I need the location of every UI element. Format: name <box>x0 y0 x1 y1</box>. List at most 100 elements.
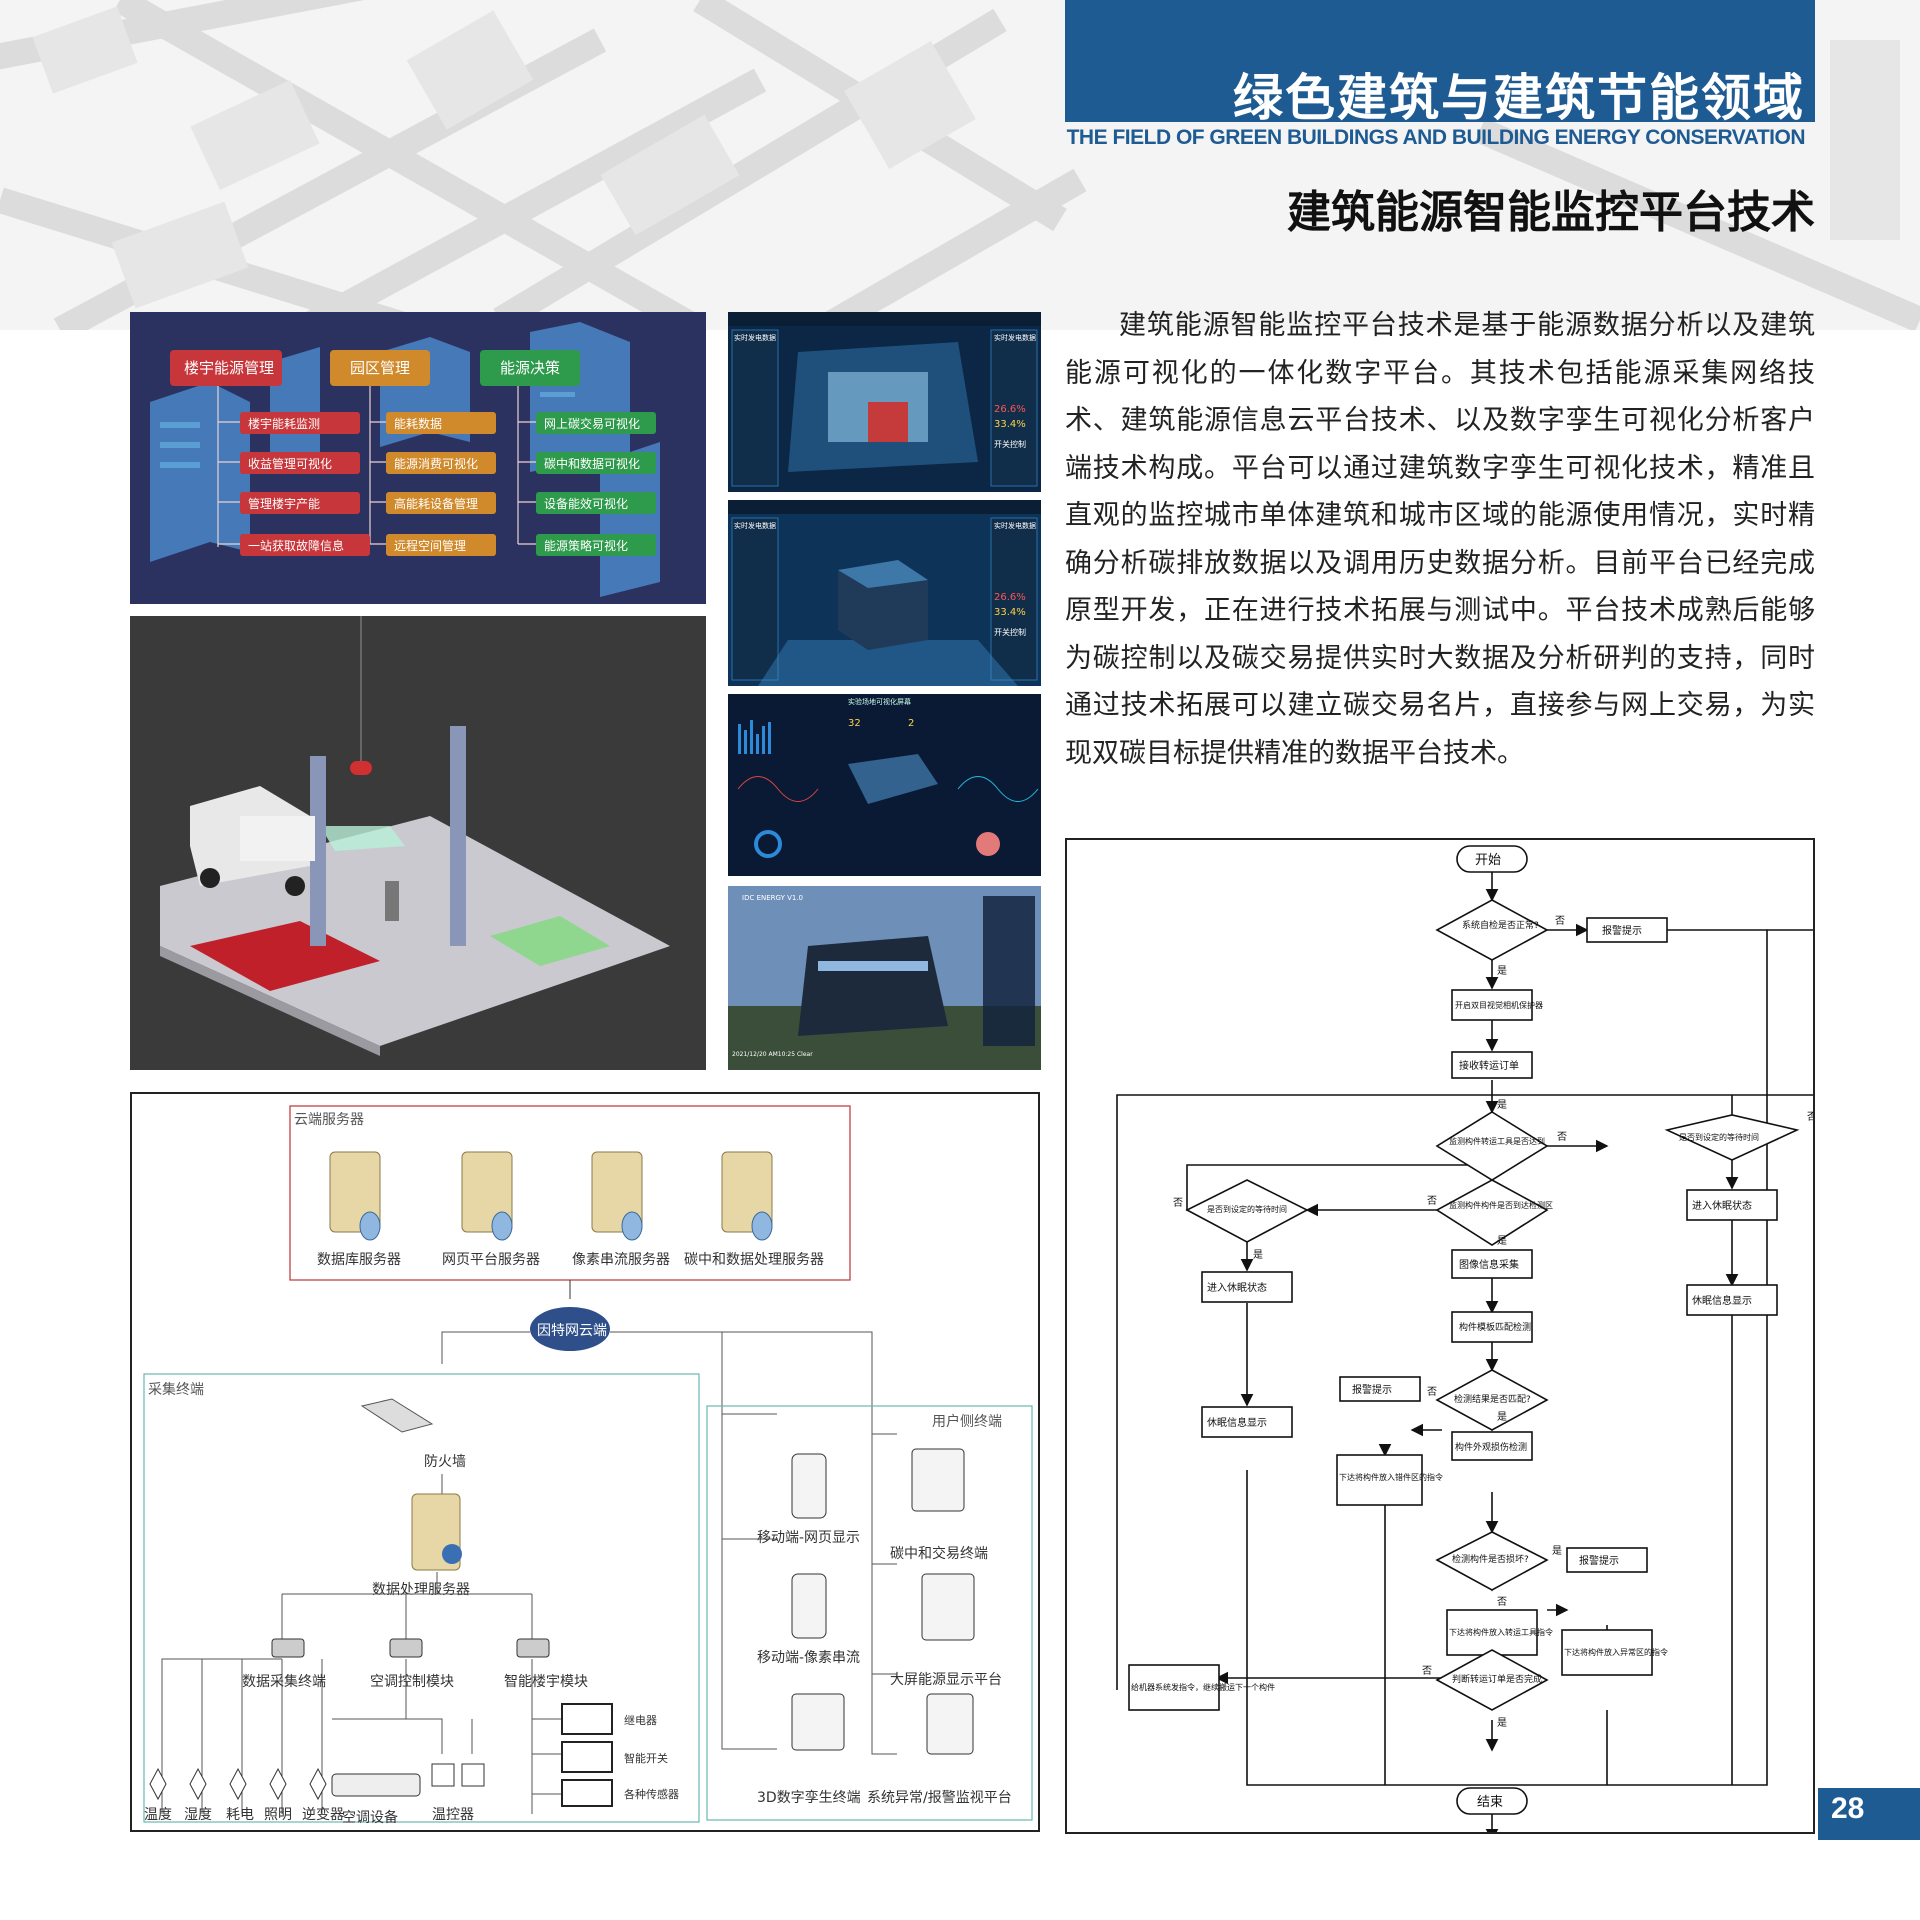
city-col3-item: 设备能效可视化 <box>544 496 628 511</box>
sensor-label: 逆变器 <box>302 1807 344 1823</box>
flow-d6: 检测结果是否匹配? <box>1454 1393 1531 1405</box>
network-diagram: 云端服务器 数据库服务器 网页平台服务器 像素串流服务器 碳中和数据处理服务器 … <box>143 1105 1033 1826</box>
module-icon <box>516 1638 550 1658</box>
flow-p4: 构件模板匹配检测 <box>1459 1321 1531 1333</box>
flow-no: 否 <box>1557 1131 1567 1143</box>
page-number: 28 <box>1831 1792 1865 1825</box>
cloud-label: 因特网云端 <box>537 1323 607 1339</box>
dashboard-3-illustration: 实验场地可视化屏幕 32 2 <box>728 694 1041 876</box>
user-item-label: 碳中和交易终端 <box>890 1545 988 1562</box>
dash1-pct1: 26.6% <box>994 404 1026 415</box>
section-title: 建筑能源智能监控平台技术 <box>1287 187 1815 238</box>
dash2-panel-title: 实时发电数据 <box>734 521 776 530</box>
city-col3-item: 能源策略可视化 <box>544 538 628 553</box>
city-col3-item: 碳中和数据可视化 <box>544 456 640 471</box>
flow-no: 否 <box>1427 1195 1437 1207</box>
flow-sleep-info-left: 休眠信息显示 <box>1207 1416 1267 1429</box>
flow-sleep-right: 进入休眠状态 <box>1692 1199 1752 1212</box>
flow-yes: 是 <box>1497 1235 1507 1247</box>
header-title-cn: 绿色建筑与建筑节能领域 <box>1233 69 1805 127</box>
dashboard-4-illustration: IDC ENERGY V1.0 2021/12/20 AM10:25 Clear <box>728 886 1041 1070</box>
flow-no: 否 <box>1422 1665 1432 1677</box>
flow-p8: 下达将构件放入异常区的指令 <box>1564 1647 1668 1657</box>
flow-d3: 是否到设定的等待时间 <box>1679 1132 1759 1142</box>
module-label: 空调控制模块 <box>370 1674 454 1690</box>
user-item-label: 大屏能源显示平台 <box>890 1672 1002 1688</box>
city-header-1: 楼宇能源管理 <box>184 359 274 377</box>
figure-flowchart: 开始 系统自检是否正常? 报警提示 开启双目视觉相机保护器 接收转运订单 监测构… <box>1065 838 1815 1834</box>
header-badge-decision <box>480 350 580 386</box>
dash3-title: 实验场地可视化屏幕 <box>848 697 911 706</box>
server-label: 像素串流服务器 <box>572 1252 670 1268</box>
flow-p5: 下达将构件放入错件区的指令 <box>1339 1472 1443 1482</box>
module-label: 数据采集终端 <box>242 1673 326 1690</box>
flow-sleep-left: 进入休眠状态 <box>1207 1281 1267 1294</box>
body-paragraph: 建筑能源智能监控平台技术是基于能源数据分析以及建筑能源可视化的一体化数字平台。其… <box>1065 310 1815 769</box>
city-col2-item: 远程空间管理 <box>394 538 466 553</box>
header-band <box>1065 0 1815 122</box>
dash1-panel-title: 实时发电数据 <box>734 333 776 342</box>
flow-p9: 给机器系统发指令，继续搬运下一个构件 <box>1131 1682 1275 1692</box>
flow-p2: 接收转运订单 <box>1459 1059 1519 1072</box>
flow-yes: 是 <box>1552 1545 1562 1557</box>
flow-yes: 是 <box>1497 1099 1507 1111</box>
dash4-time: 2021/12/20 AM10:25 Clear <box>732 1051 813 1058</box>
flow-yes: 是 <box>1253 1249 1263 1261</box>
flow-d4: 监测构件构件是否到达检测区 <box>1449 1200 1553 1210</box>
ac-device-icon <box>331 1773 421 1797</box>
user-item-label: 系统异常/报警监视平台 <box>867 1790 1012 1806</box>
user-item-label: 移动端-网页显示 <box>757 1530 860 1546</box>
flow-p6: 构件外观损伤检测 <box>1455 1441 1527 1453</box>
flow-no: 否 <box>1807 1111 1813 1123</box>
dash3-num1: 32 <box>848 718 861 729</box>
user-item-label: 移动端-像素串流 <box>757 1650 860 1666</box>
header-badge-park <box>330 350 430 386</box>
city-header-2: 园区管理 <box>350 359 410 377</box>
city-col1-item: 管理楼宇产能 <box>248 496 320 511</box>
header-title-en: THE FIELD OF GREEN BUILDINGS AND BUILDIN… <box>1066 126 1806 149</box>
module-label: 智能楼宇模块 <box>504 1674 588 1690</box>
sensor-label: 照明 <box>264 1807 292 1823</box>
flow-yes: 是 <box>1497 965 1507 977</box>
monitor-icon <box>921 1573 975 1641</box>
flow-d7: 检测构件是否损坏? <box>1452 1553 1529 1565</box>
city-col1-item: 一站获取故障信息 <box>248 538 344 553</box>
module-icon <box>271 1638 305 1658</box>
collect-group-label: 采集终端 <box>148 1381 204 1398</box>
city-col1-item: 收益管理可视化 <box>248 456 332 471</box>
city-col2-item: 能源消费可视化 <box>394 456 478 471</box>
data-server-label: 数据处理服务器 <box>372 1582 470 1598</box>
flow-d2: 监测构件转运工具是否达到 <box>1449 1136 1545 1146</box>
flow-p7: 下达将构件放入转运工具指令 <box>1449 1627 1553 1637</box>
flow-no: 否 <box>1173 1197 1183 1209</box>
flow-sleep-info-right: 休眠信息显示 <box>1692 1294 1752 1307</box>
desktop-icon <box>791 1693 845 1751</box>
dash2-panel-title-right: 实时发电数据 <box>994 521 1036 530</box>
flow-yes: 是 <box>1497 1717 1507 1729</box>
dashboard-2-illustration: 实时发电数据 实时发电数据 26.6% 33.4% 开关控制 <box>728 500 1041 686</box>
building-item-label: 继电器 <box>624 1714 657 1727</box>
figure-3d-truck-scene <box>130 616 706 1070</box>
mobile-icon <box>791 1453 827 1519</box>
flow-d5: 是否到设定的等待时间 <box>1207 1204 1287 1214</box>
server-label: 网页平台服务器 <box>442 1252 540 1268</box>
dashboard-1-illustration: 实时发电数据 实时发电数据 26.6% 33.4% 开关控制 <box>728 312 1041 492</box>
server-label: 数据库服务器 <box>317 1252 401 1268</box>
city-col3-item: 网上碳交易可视化 <box>544 416 640 431</box>
flow-start-label: 开始 <box>1475 853 1501 868</box>
sensor-label: 湿度 <box>184 1807 212 1823</box>
cloud-group-label: 云端服务器 <box>294 1112 364 1128</box>
flow-no: 否 <box>1555 915 1565 927</box>
dash3-num2: 2 <box>908 718 914 729</box>
monitor-icon <box>926 1693 974 1755</box>
flow-alarm2: 报警提示 <box>1352 1383 1392 1396</box>
building-item-label: 智能开关 <box>624 1751 668 1765</box>
dash4-brand: IDC ENERGY V1.0 <box>742 894 803 902</box>
mobile-icon <box>791 1573 827 1639</box>
figure-dashboard-3: 实验场地可视化屏幕 32 2 <box>728 694 1041 876</box>
figure-dashboard-2: 实时发电数据 实时发电数据 26.6% 33.4% 开关控制 <box>728 500 1041 686</box>
ac-device-label: 空调设备 <box>342 1809 398 1826</box>
figure-city-energy-management: 楼宇能源管理 园区管理 能源决策 楼宇能耗监测 收益管理可视化 管理楼宇产能 一… <box>130 312 706 604</box>
dash2-pct2: 33.4% <box>994 607 1026 618</box>
city-illustration: 楼宇能源管理 园区管理 能源决策 楼宇能耗监测 收益管理可视化 管理楼宇产能 一… <box>130 312 706 604</box>
